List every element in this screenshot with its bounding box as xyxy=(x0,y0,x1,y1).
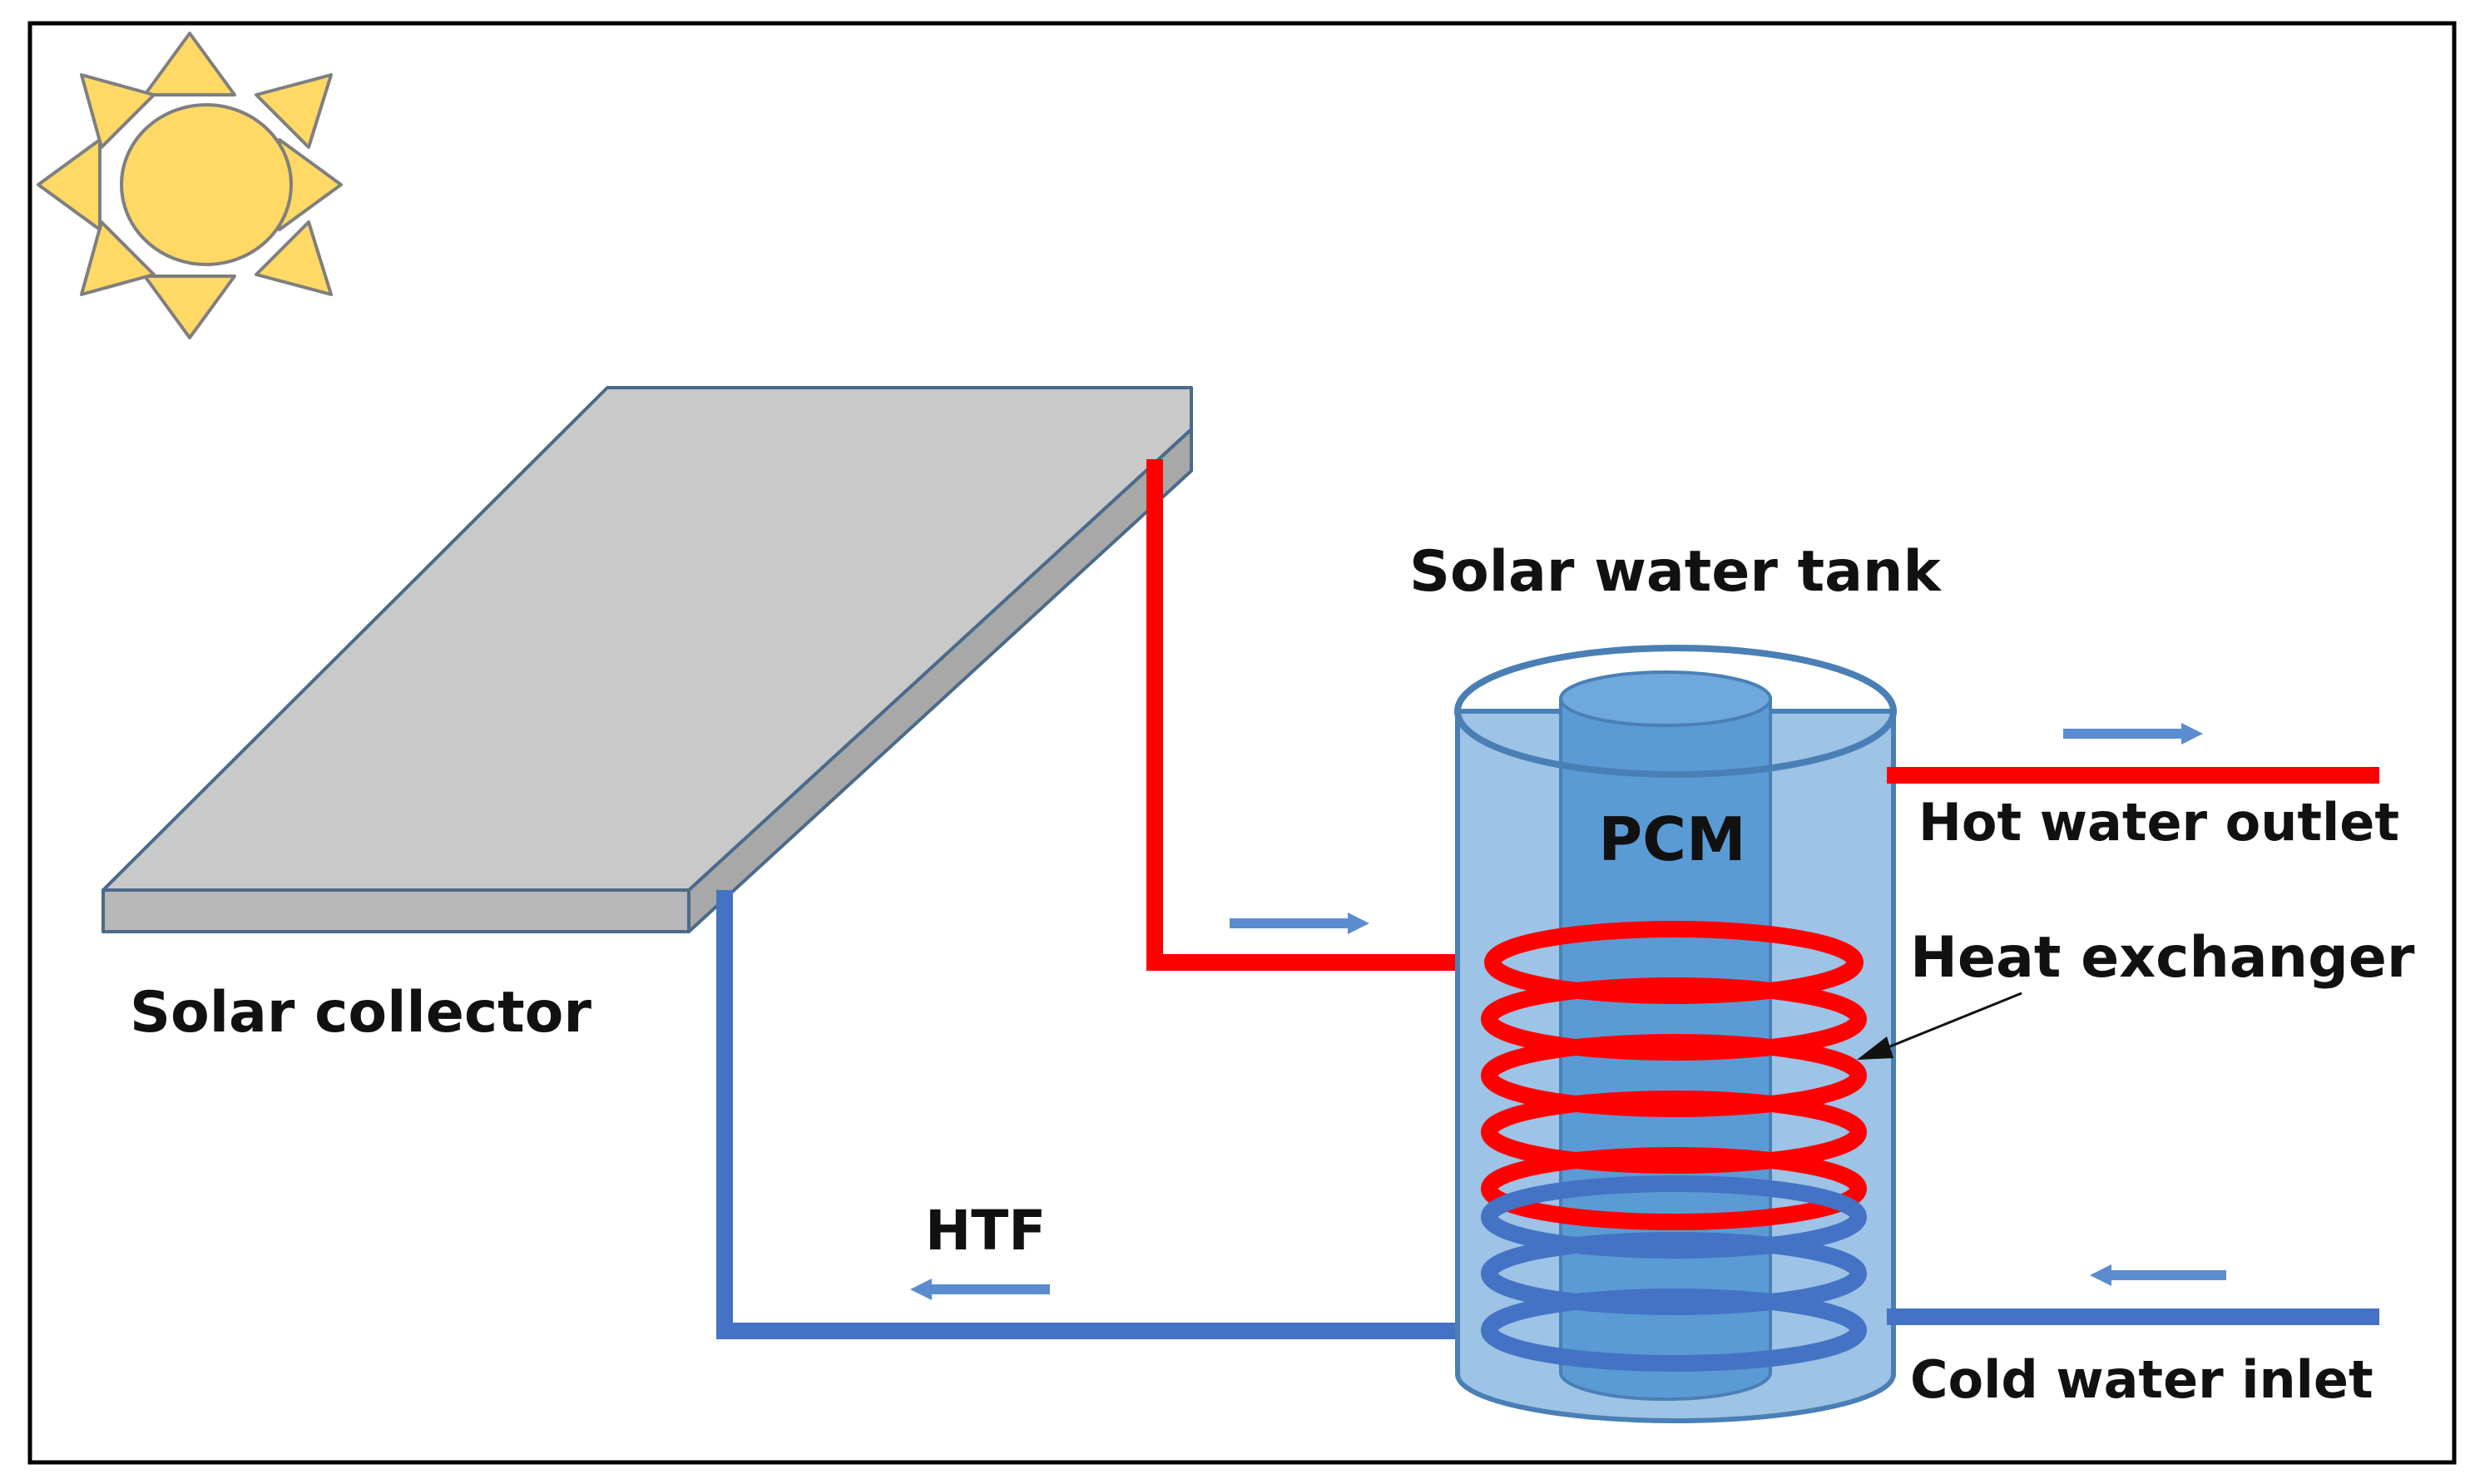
label-heat-exchanger: Heat exchanger xyxy=(1910,925,2415,991)
flow-arrow-hot-outlet xyxy=(2063,723,2203,744)
cold-pipe-tank-to-collector xyxy=(716,890,1481,1339)
flow-arrow-htf xyxy=(910,1279,1050,1300)
flow-arrow-to-tank xyxy=(1230,913,1369,934)
label-solar-water-tank: Solar water tank xyxy=(1409,539,1942,605)
label-cold-water-inlet: Cold water inlet xyxy=(1910,1349,2374,1410)
label-solar-collector: Solar collector xyxy=(130,980,592,1046)
label-htf: HTF xyxy=(925,1199,1046,1263)
label-hot-water-outlet: Hot water outlet xyxy=(1918,792,2399,853)
solar-collector-panel xyxy=(101,386,1193,933)
flow-arrow-cold-inlet xyxy=(2090,1264,2226,1286)
sun-icon xyxy=(37,32,343,339)
flow-arrows xyxy=(910,723,2226,1300)
label-pcm: PCM xyxy=(1598,804,1745,874)
heat-exchanger-coil xyxy=(1481,921,1867,1372)
hot-pipe-collector-to-tank xyxy=(1146,459,1481,971)
heat-exchanger-leader xyxy=(1857,992,2022,1060)
